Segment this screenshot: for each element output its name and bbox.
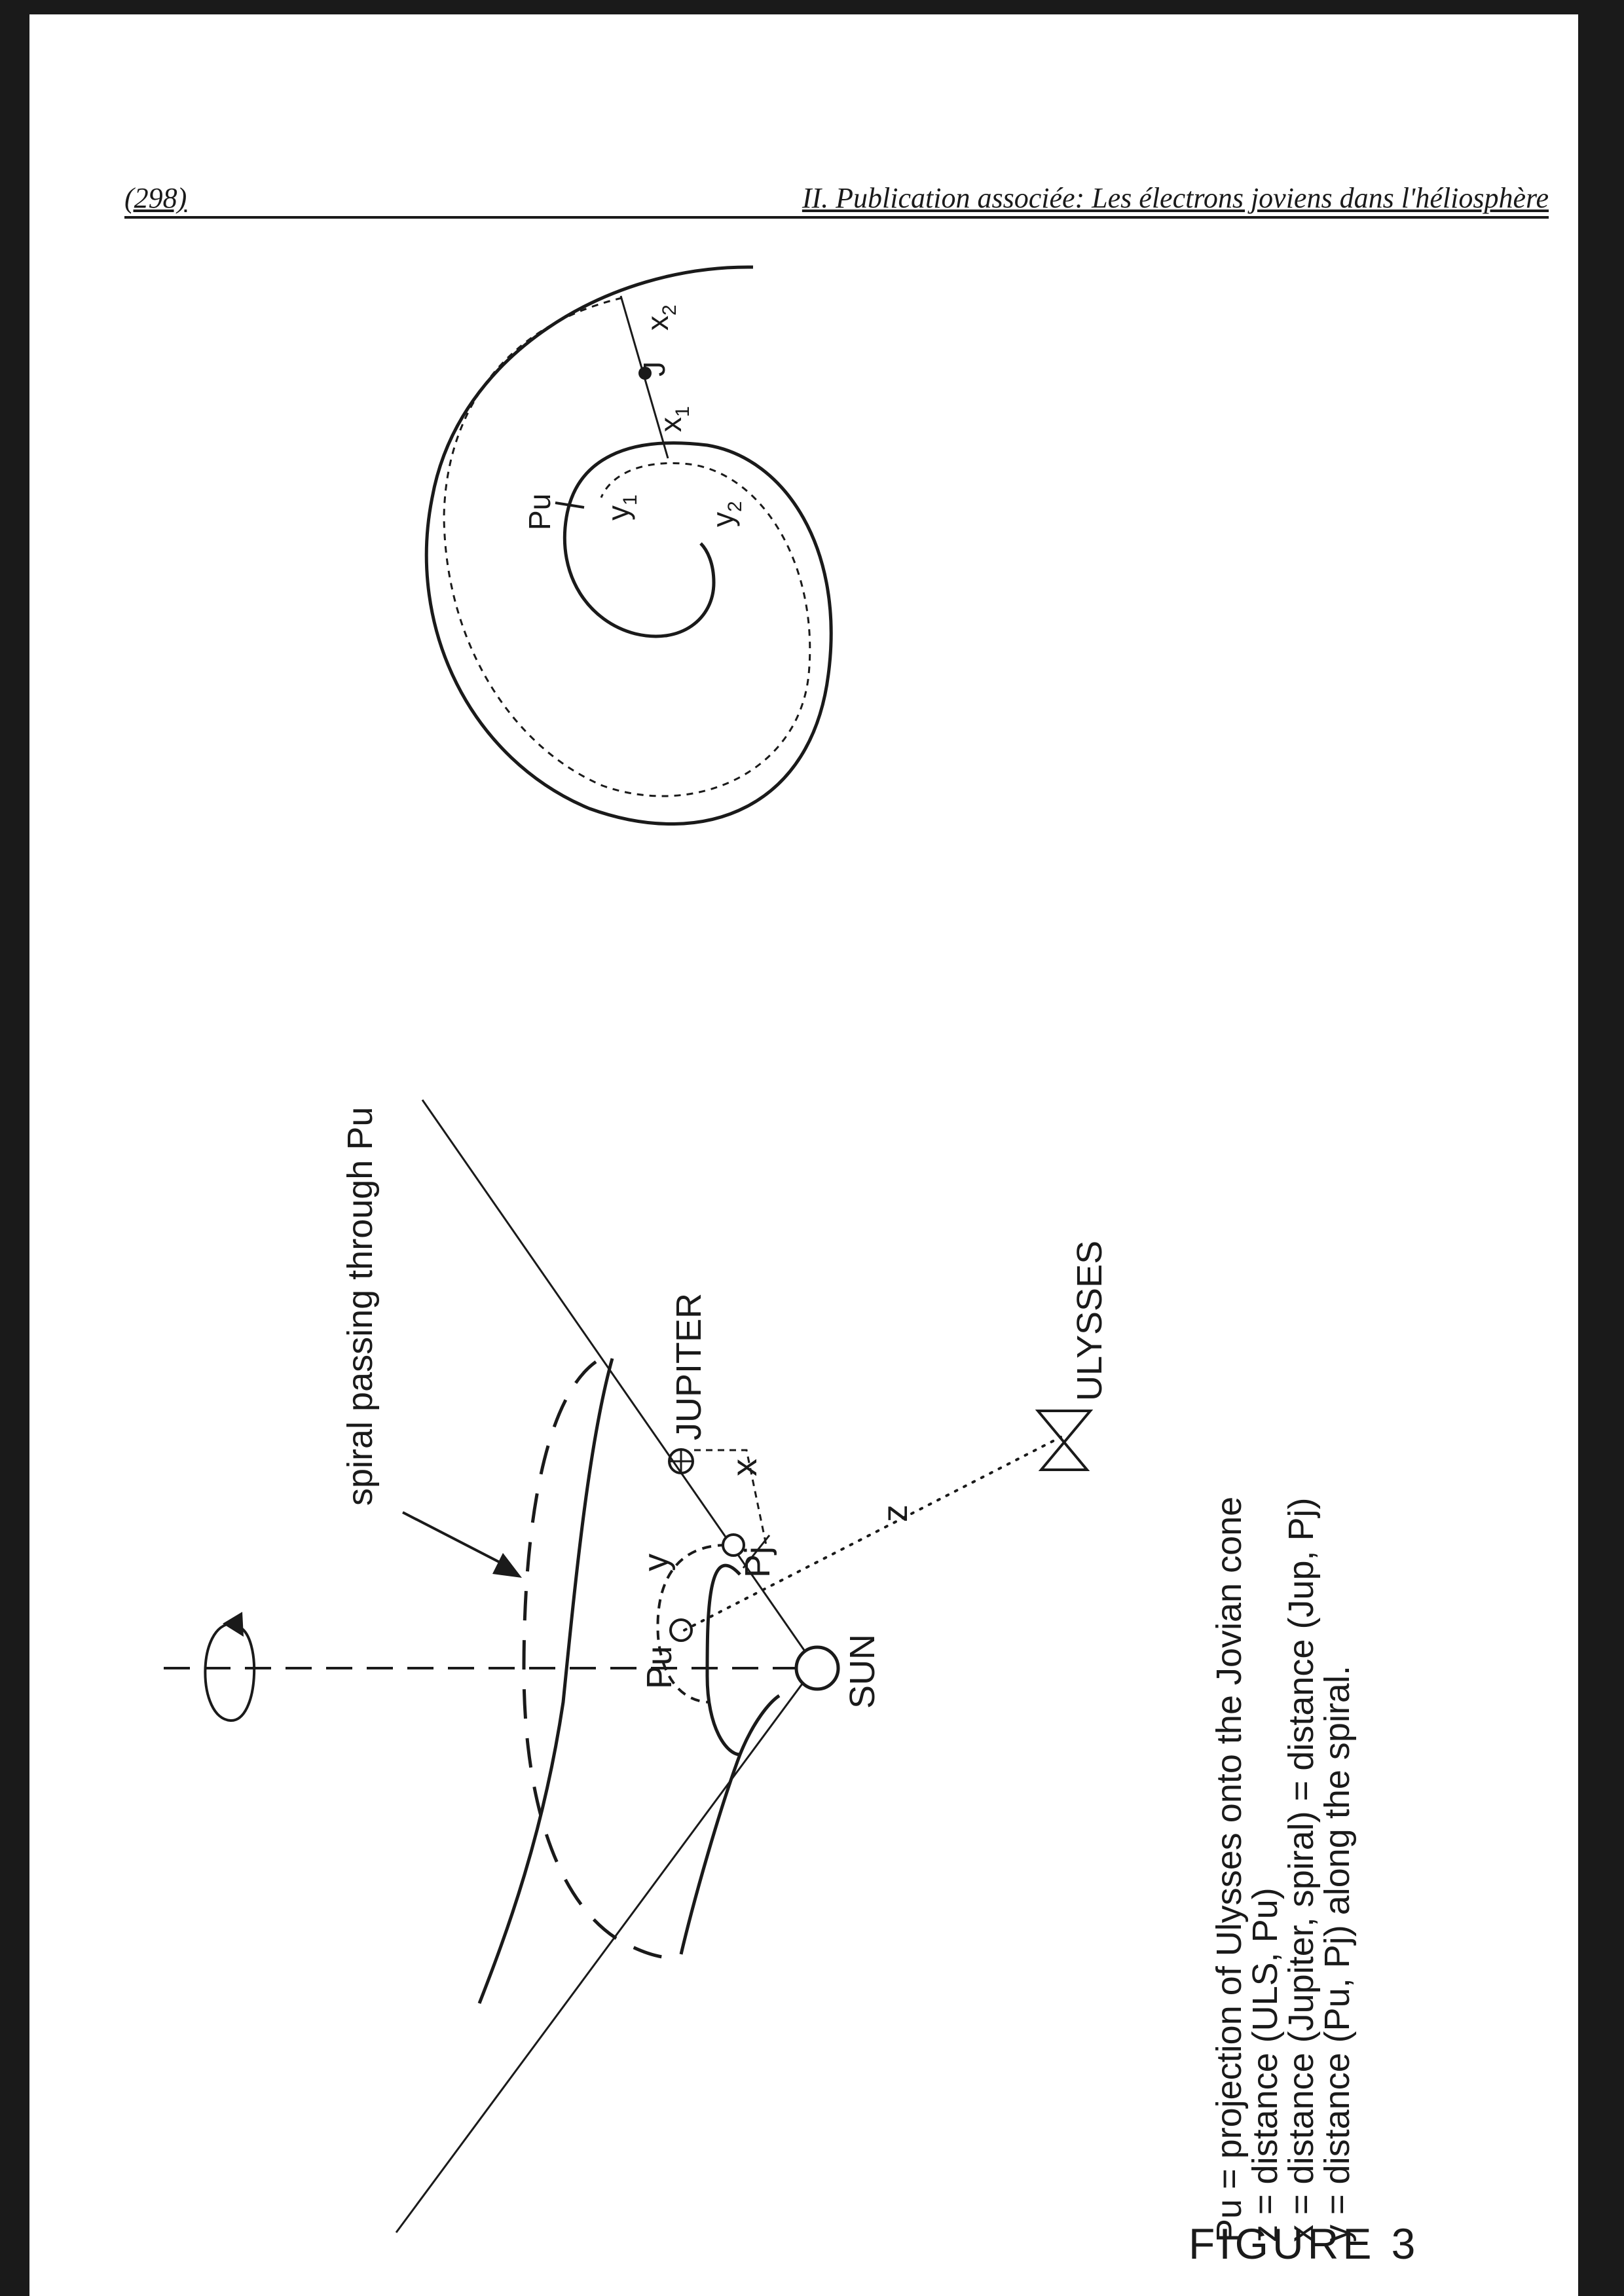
legend: Pu = projection of Ulysses onto the Jovi… [1209,1497,1357,2242]
label-ulysses: ULYSSES [1070,1241,1109,1401]
label-jupiter: JUPITER [669,1293,709,1440]
inner-loop [705,1563,741,1757]
cone-dashed-spiral [522,1360,669,1959]
annotation-arrow-line [402,1511,511,1569]
cone-lower-arc [679,1694,781,1955]
rotation-arrow [204,1622,256,1722]
annotation-arrow-head [492,1553,522,1578]
dashed-spiral-line [443,297,811,797]
label-pu: Pu [640,1646,679,1689]
legend-line-4: y = distance (Pu, Pj) along the spiral. [1318,1666,1357,2242]
x-distance-bracket [694,1449,767,1546]
label-pj: Pj [738,1546,777,1578]
label-sun: SUN [843,1634,882,1709]
label-x: x [725,1459,764,1476]
legend-line-1: Pu = projection of Ulysses onto the Jovi… [1209,1497,1249,2242]
figure-caption: FIGURE 3 [1189,2219,1419,2268]
legend-line-3: x = distance (Jupiter, spiral) = distanc… [1282,1497,1321,2242]
paper-page [29,14,1578,2296]
rotation-arrow-head [223,1612,244,1637]
cone-lower-line [395,1666,817,2233]
label-x2: x2 [640,304,680,331]
label-spiral-passing: spiral passing through Pu [341,1107,380,1506]
running-title: II. Publication associée: Les électrons … [802,182,1549,214]
inner-dashed-loop [656,1544,728,1704]
pj-point [722,1533,745,1557]
spiral-plan-diagram: Pu J x1 x2 y1 y2 [424,265,833,826]
sun-circle [794,1645,840,1691]
label-j: J [637,361,671,376]
pj-tick [742,1535,771,1569]
ulysses-symbol [1035,1410,1094,1471]
page-number: (298) [124,182,187,214]
label-x1: x1 [654,406,693,432]
label-z: z [876,1504,915,1522]
legend-line-2: z = distance (ULS, Pu) [1246,1887,1285,2242]
j-point-marker [638,367,652,380]
jupiter-symbol [668,1448,694,1474]
label-pu-top: Pu [523,494,557,530]
pu-point [669,1618,693,1642]
z-dotted-line [683,1436,1062,1631]
cone-upper-line [421,1099,817,1667]
cone-diagram: spiral passing through Pu JUPITER ULYSSE… [164,1099,1109,2233]
label-y1: y1 [601,494,641,520]
page-header: (298) II. Publication associée: Les élec… [124,177,1549,219]
outer-spiral-line [424,265,833,826]
label-y2: y2 [706,501,746,527]
label-y: y [637,1554,676,1571]
cone-spiral-curve [477,1358,614,2004]
pu-tick-mark [555,501,585,509]
